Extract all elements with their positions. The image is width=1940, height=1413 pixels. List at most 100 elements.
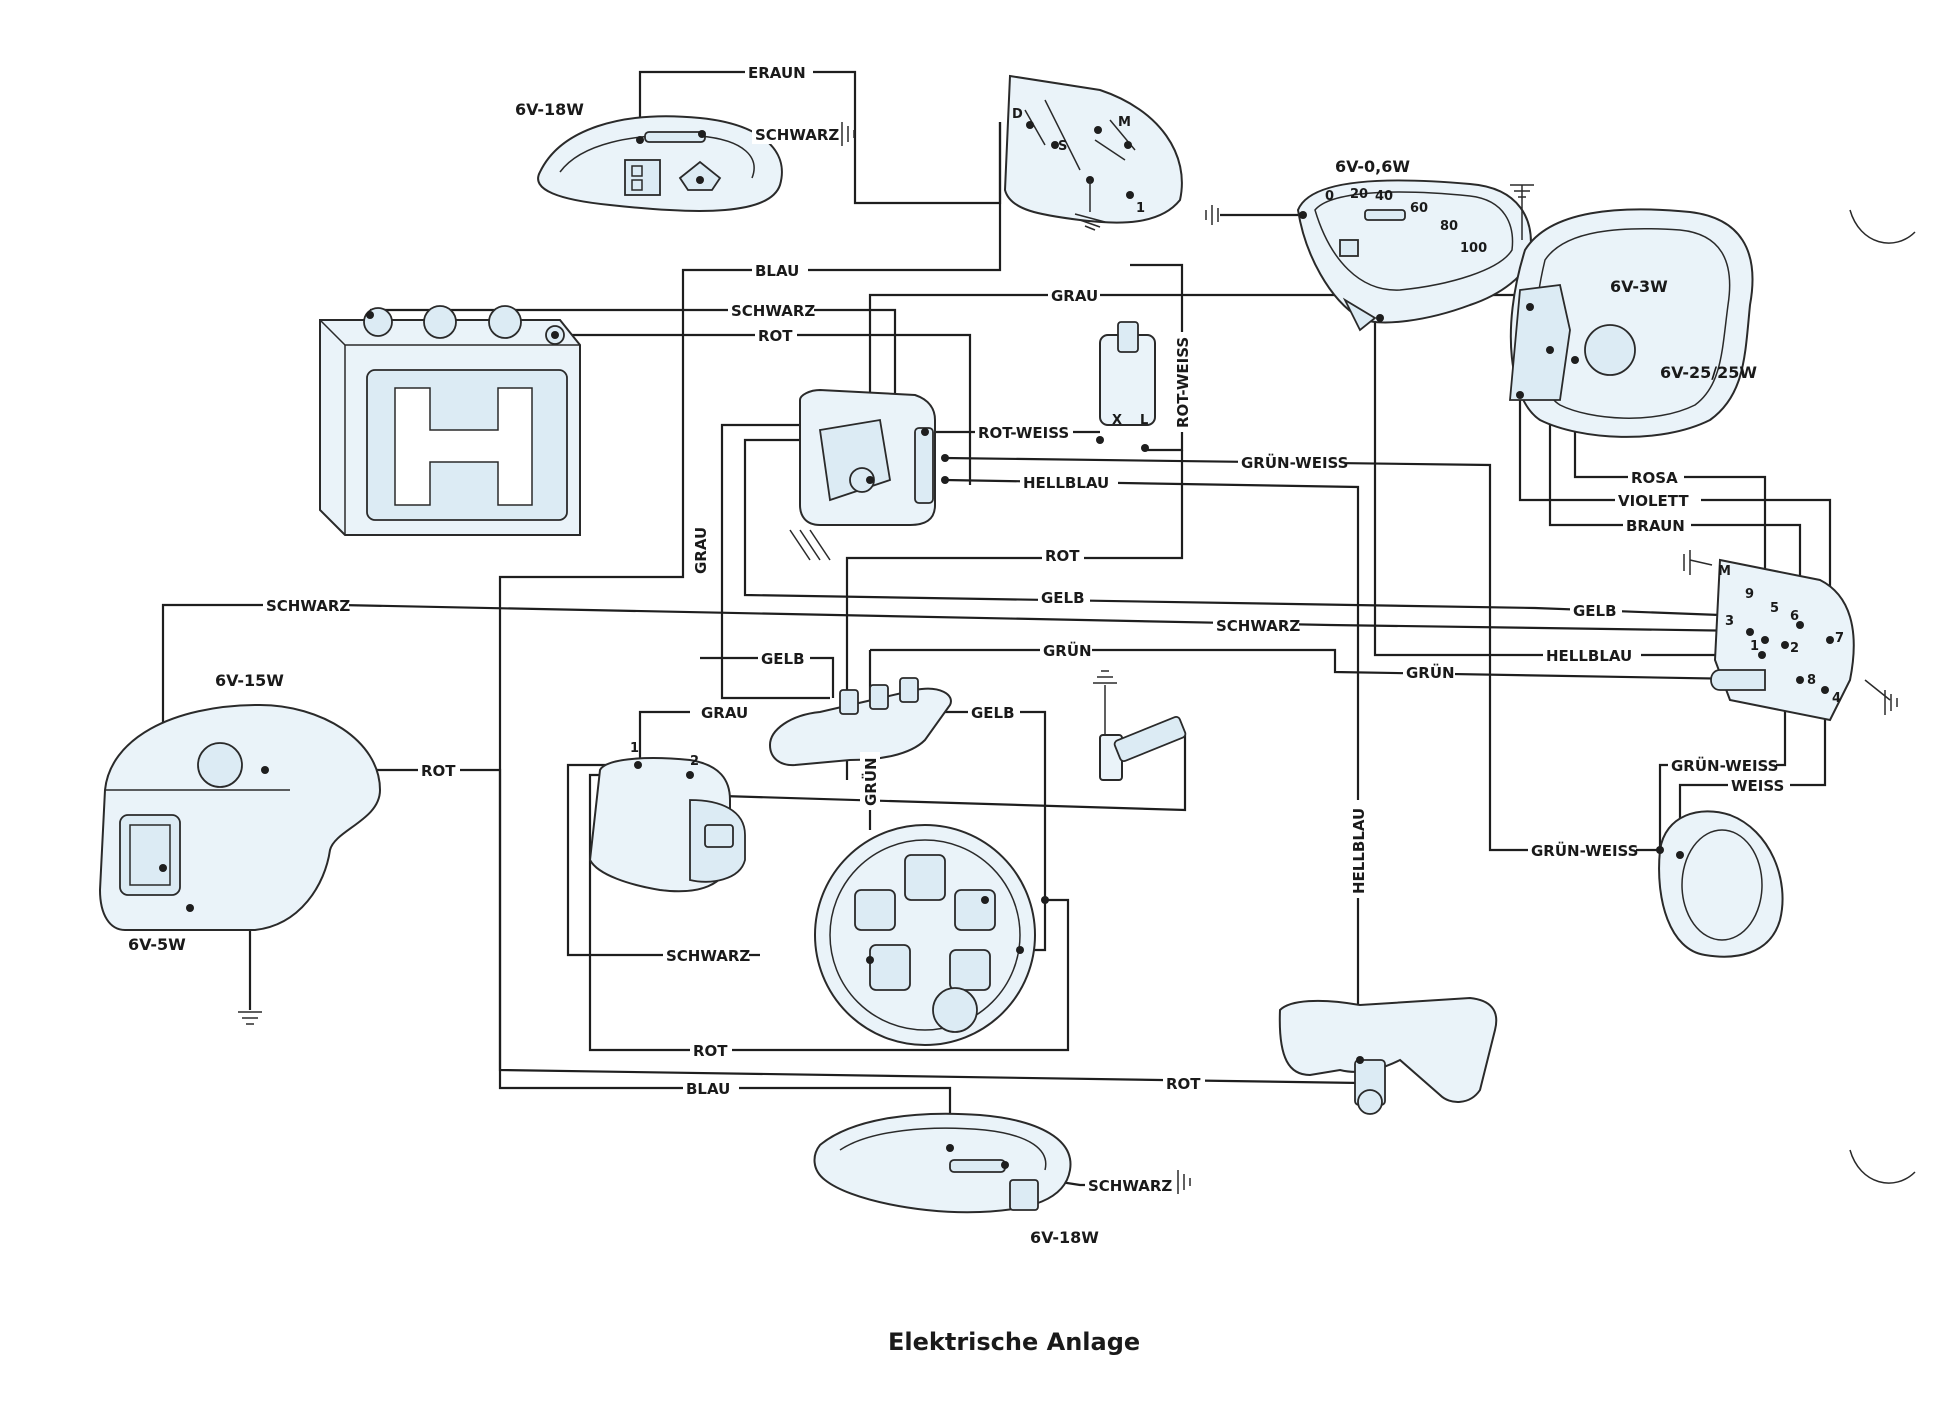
speedometer: 0 20 40 60 80 100 [1296, 179, 1532, 332]
junction-terminal-3: 3 [1725, 614, 1734, 629]
headlamp-front-rating: 6V-18W [515, 100, 584, 119]
label-violett: VIOLETT [1618, 492, 1689, 510]
label-schwarz-mid: SCHWARZ [1216, 617, 1300, 635]
label-braun-right: BRAUN [1626, 517, 1685, 535]
label-schwarz-bottom: SCHWARZ [1088, 1177, 1172, 1195]
speedo-scale-20: 20 [1350, 187, 1368, 202]
wire-coil-spark [689, 735, 1187, 812]
label-rot-battery: ROT [758, 327, 793, 345]
label-rot-magneto: ROT [693, 1042, 728, 1060]
label-grau-vertical: GRAU [692, 527, 710, 574]
light-switch: D S M 1 [1003, 74, 1183, 231]
junction-terminal-6: 6 [1790, 609, 1799, 624]
speedo-scale-100: 100 [1460, 241, 1487, 256]
label-grau-top: GRAU [1051, 287, 1098, 305]
label-schwarz-top: SCHWARZ [755, 126, 839, 144]
label-schwarz-long: SCHWARZ [266, 597, 350, 615]
junction-terminal-8: 8 [1807, 673, 1816, 688]
switch-terminal-s: S [1058, 139, 1067, 154]
label-gruen-weiss-regulator: GRÜN-WEISS [1241, 453, 1348, 472]
wire-gruen [870, 648, 1801, 682]
label-grau-low: GRAU [701, 704, 748, 722]
label-hellblau-vertical: HELLBLAU [1350, 808, 1368, 894]
condenser: X L [1096, 321, 1156, 452]
junction-terminal-2: 2 [1790, 641, 1799, 656]
rear-lamp-rating: 6V-18W [1030, 1228, 1099, 1247]
switch-terminal-1: 1 [1136, 201, 1145, 216]
switch-terminal-m: M [1118, 115, 1131, 130]
wire-rot-mid [845, 450, 1184, 780]
horn [1656, 810, 1784, 958]
battery [319, 305, 581, 536]
headlight [1509, 208, 1754, 438]
main-lamp-rating: 6V-25/25W [1660, 363, 1757, 382]
label-blau-bottom: BLAU [686, 1080, 730, 1098]
brake-switch [1278, 996, 1498, 1115]
wire-rot-tail [265, 768, 1362, 1085]
label-rosa: ROSA [1631, 469, 1678, 487]
component-ratings: 6V-18W 6V-15W 6V-5W 6V-0,6W 6V-3W 6V-25/… [128, 100, 1757, 1247]
speedo-scale-40: 40 [1375, 189, 1393, 204]
label-rot-mid: ROT [1045, 547, 1080, 565]
junction-terminal-1: 1 [1750, 639, 1759, 654]
label-gruen-mid: GRÜN [1043, 641, 1092, 660]
label-weiss-right: WEISS [1731, 777, 1784, 795]
label-rot-brake: ROT [1166, 1075, 1201, 1093]
switch-terminal-d: D [1012, 107, 1023, 122]
tail-lamp-rating: 6V-15W [215, 671, 284, 690]
label-hellblau-regulator: HELLBLAU [1023, 474, 1109, 492]
tail-light [98, 703, 382, 931]
wire-rot-battery [555, 333, 972, 485]
regulator-terminal-x: X [1112, 413, 1122, 428]
junction-terminal-7: 7 [1835, 631, 1844, 646]
wire-gelb-left [700, 656, 835, 698]
coil-terminal-2: 2 [690, 754, 699, 769]
label-gelb-junction: GELB [1573, 602, 1617, 620]
label-blau-top: BLAU [755, 262, 799, 280]
front-lamp-top [537, 115, 783, 212]
parking-lamp-rating: 6V-3W [1610, 277, 1668, 296]
label-rot-weiss-vertical: ROT-WEISS [1174, 337, 1192, 428]
junction-terminal-m: M [1718, 564, 1731, 579]
coil-terminal-1: 1 [630, 741, 639, 756]
wire-grau-low [638, 710, 690, 765]
label-gruen-junction: GRÜN [1406, 663, 1455, 682]
label-rot-tail: ROT [421, 762, 456, 780]
wire-blau [498, 122, 1002, 1148]
rear-lamp-bottom [813, 1112, 1072, 1214]
label-gelb-low: GELB [971, 704, 1015, 722]
ignition-coil: 1 2 [588, 741, 746, 893]
wire-labels: ERAUN SCHWARZ BLAU SCHWARZ ROT GRAU ROT-… [263, 62, 1790, 1195]
speedo-scale-80: 80 [1440, 219, 1458, 234]
label-gelb-mid: GELB [1041, 589, 1085, 607]
magneto-stator [814, 824, 1049, 1046]
junction-terminal-4: 4 [1832, 691, 1841, 706]
label-gruen-vertical: GRÜN [861, 757, 880, 806]
label-schwarz-battery: SCHWARZ [731, 302, 815, 320]
label-schwarz-magneto: SCHWARZ [666, 947, 750, 965]
binder-holes [1849, 209, 1916, 1184]
stop-lamp-rating: 6V-5W [128, 935, 186, 954]
label-hellblau-junction: HELLBLAU [1546, 647, 1632, 665]
diagram-caption: Elektrische Anlage [888, 1328, 1140, 1356]
connector-block [768, 677, 952, 767]
regulator-terminal-l: L [1140, 413, 1148, 428]
speedo-scale-60: 60 [1410, 201, 1428, 216]
label-rot-weiss-regulator: ROT-WEISS [978, 424, 1069, 442]
label-braun-top: ERAUN [748, 64, 806, 82]
speedometer-rating: 6V-0,6W [1335, 157, 1410, 176]
junction-terminal-9: 9 [1745, 587, 1754, 602]
label-gruen-weiss-horn: GRÜN-WEISS [1531, 841, 1638, 860]
wire-grau-vertical [720, 423, 830, 700]
speedo-scale-0: 0 [1325, 189, 1334, 204]
junction-box: M 9 5 6 7 3 1 2 8 4 [1710, 558, 1855, 722]
label-gruen-weiss-right: GRÜN-WEISS [1671, 756, 1778, 775]
junction-terminal-5: 5 [1770, 601, 1779, 616]
spark-plug [1099, 710, 1187, 781]
regulator [789, 388, 949, 561]
wire-schwarz-long [161, 603, 1751, 718]
label-gelb-left: GELB [761, 650, 805, 668]
ground-symbols [238, 122, 1898, 1194]
